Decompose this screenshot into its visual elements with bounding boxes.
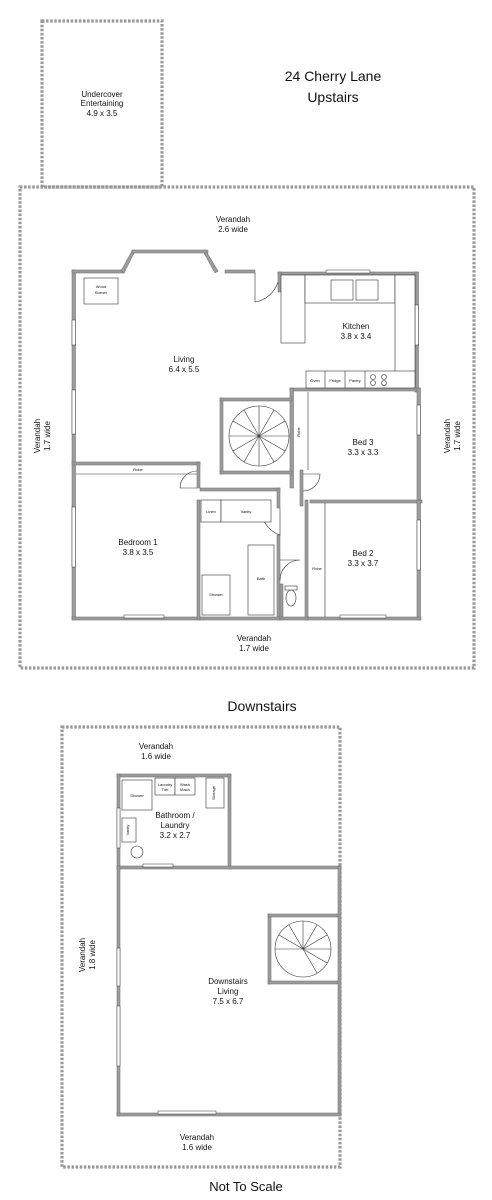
svg-text:Verandah: Verandah: [139, 742, 173, 751]
svg-text:Oven: Oven: [310, 378, 320, 383]
svg-text:Verandah: Verandah: [237, 634, 271, 643]
upstairs-windows: [71, 269, 421, 619]
svg-text:1.7 wide: 1.7 wide: [43, 421, 52, 451]
svg-text:Downstairs: Downstairs: [208, 977, 248, 986]
svg-text:6.4 x 5.5: 6.4 x 5.5: [169, 365, 200, 374]
svg-text:Living: Living: [174, 355, 195, 364]
svg-text:Entertaining: Entertaining: [81, 99, 124, 108]
upstairs-verandah-right-label: Verandah 1.7 wide: [443, 419, 462, 453]
upstairs-door-swings: [179, 273, 321, 581]
plan-title-address: 24 Cherry Lane: [285, 68, 382, 84]
svg-text:Tub: Tub: [162, 787, 170, 792]
svg-text:1.7 wide: 1.7 wide: [453, 421, 462, 451]
svg-text:Verandah: Verandah: [216, 215, 250, 224]
svg-text:Linen: Linen: [206, 509, 216, 514]
svg-text:Robe: Robe: [312, 566, 322, 571]
svg-text:Bedroom 1: Bedroom 1: [118, 538, 158, 547]
upstairs-verandah-boundary: [18, 19, 476, 670]
svg-text:Verandah: Verandah: [180, 1133, 214, 1142]
svg-text:1.6 wide: 1.6 wide: [141, 752, 171, 761]
svg-text:Vanity: Vanity: [125, 825, 130, 836]
upstairs-verandah-bottom-label: Verandah 1.7 wide: [237, 634, 271, 653]
svg-text:Kitchen: Kitchen: [343, 322, 370, 331]
downstairs-living-label: Downstairs Living 7.5 x 6.7: [208, 977, 248, 1006]
svg-text:Wash: Wash: [180, 782, 190, 787]
bedroom-1: Robe Bedroom 1 3.8 x 3.5: [76, 467, 197, 557]
svg-text:Storage: Storage: [211, 785, 216, 800]
downstairs-verandah-top-label: Verandah 1.6 wide: [139, 742, 173, 761]
undercover-entertaining-label: Undercover Entertaining 4.9 x 3.5: [81, 90, 124, 118]
downstairs-spiral-stairs: [274, 920, 332, 978]
upstairs-spiral-stairs: [228, 405, 290, 467]
svg-text:Undercover: Undercover: [81, 90, 123, 99]
svg-text:Robe: Robe: [133, 467, 143, 472]
svg-text:3.8 x 3.4: 3.8 x 3.4: [341, 332, 372, 341]
svg-text:Bed 2: Bed 2: [353, 549, 374, 558]
svg-text:1.8 wide: 1.8 wide: [88, 940, 97, 970]
svg-text:1.6 wide: 1.6 wide: [182, 1143, 212, 1152]
kitchen: Kitchen 3.8 x 3.4 Oven Fridge Pantry: [280, 274, 416, 389]
svg-text:Laundry: Laundry: [158, 782, 172, 787]
downstairs-heading: Downstairs: [227, 698, 296, 714]
svg-text:Verandah: Verandah: [33, 419, 42, 453]
upstairs-living-label: Living 6.4 x 5.5: [169, 355, 200, 374]
upstairs-verandah-left-label: Verandah 1.7 wide: [33, 419, 52, 453]
wood-burner: Wood Burner: [83, 277, 119, 305]
svg-text:Robe: Robe: [296, 426, 301, 436]
svg-text:4.9 x 3.5: 4.9 x 3.5: [87, 109, 118, 118]
svg-text:3.2 x 2.7: 3.2 x 2.7: [160, 831, 191, 840]
svg-text:Pantry: Pantry: [349, 378, 361, 383]
svg-text:Mach: Mach: [180, 787, 190, 792]
svg-text:Fridge: Fridge: [329, 378, 341, 383]
downstairs-verandah-left-label: Verandah 1.8 wide: [78, 938, 97, 972]
svg-text:2.6 wide: 2.6 wide: [218, 225, 248, 234]
svg-text:Bathroom /: Bathroom /: [155, 811, 195, 820]
upstairs-verandah-top-label: Verandah 2.6 wide: [216, 215, 250, 234]
svg-text:Verandah: Verandah: [78, 938, 87, 972]
svg-text:Bath: Bath: [257, 576, 265, 581]
svg-text:Burner: Burner: [95, 290, 108, 295]
downstairs-bathroom-laundry: Shower Laundry Tub Wash Mach Storage Van…: [121, 777, 225, 859]
bed-3: Robe Bed 3 3.3 x 3.3: [296, 392, 379, 470]
svg-text:Verandah: Verandah: [443, 419, 452, 453]
svg-text:Bed 3: Bed 3: [353, 438, 374, 447]
svg-text:Living: Living: [218, 987, 239, 996]
svg-text:3.3 x 3.7: 3.3 x 3.7: [348, 559, 379, 568]
not-to-scale-note: Not To Scale: [209, 1179, 282, 1194]
downstairs-walls: [116, 773, 342, 1117]
plan-title-upstairs: Upstairs: [307, 89, 358, 105]
svg-text:Shower: Shower: [130, 793, 144, 798]
upstairs-bathroom: Linen Vanity Shower Bath: [200, 499, 298, 616]
downstairs-verandah-bottom-label: Verandah 1.6 wide: [180, 1133, 214, 1152]
downstairs-windows: [116, 807, 217, 1115]
svg-text:3.8 x 3.5: 3.8 x 3.5: [123, 548, 154, 557]
svg-text:Shower: Shower: [209, 592, 223, 597]
svg-text:3.3 x 3.3: 3.3 x 3.3: [348, 448, 379, 457]
svg-text:Vanity: Vanity: [241, 509, 252, 514]
svg-text:Wood: Wood: [96, 284, 106, 289]
svg-text:7.5 x 6.7: 7.5 x 6.7: [213, 997, 244, 1006]
bed-2: Robe Bed 2 3.3 x 3.7: [312, 503, 379, 617]
svg-text:1.7 wide: 1.7 wide: [239, 644, 269, 653]
svg-text:Laundry: Laundry: [161, 821, 190, 830]
